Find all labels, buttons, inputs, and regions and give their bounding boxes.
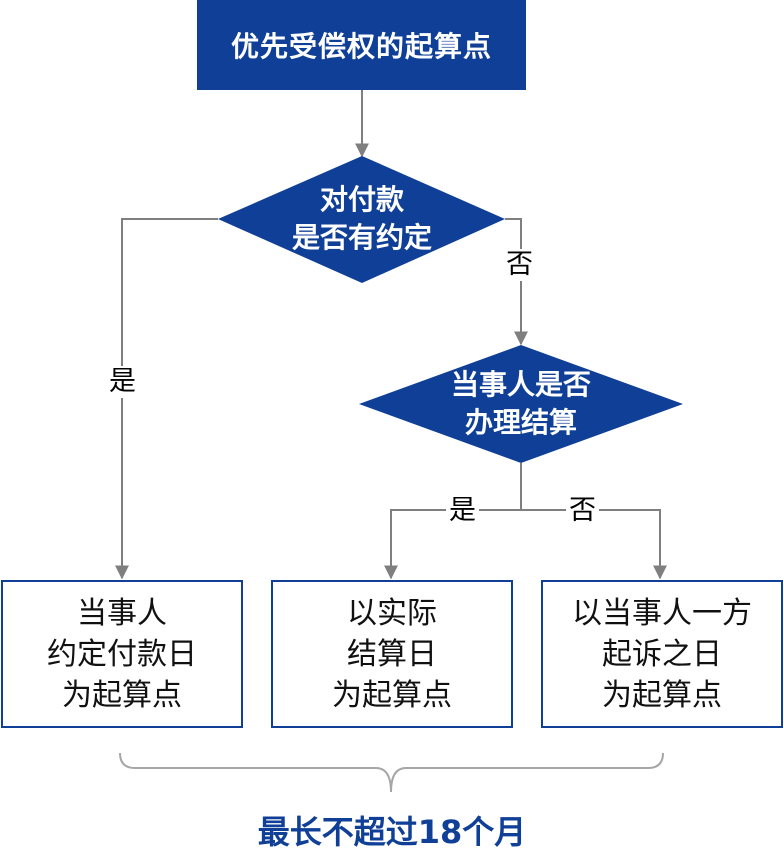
grouping-brace xyxy=(119,752,664,793)
result-agreed-payment-date: 当事人 约定付款日 为起算点 xyxy=(1,580,243,728)
edge-label-d2-no: 否 xyxy=(566,495,599,527)
connector-decision1-no xyxy=(505,218,528,346)
start-node-title: 优先受偿权的起算点 xyxy=(197,0,526,90)
decision1-label: 对付款 是否有约定 xyxy=(291,183,432,254)
result-actual-settlement-date: 以实际 结算日 为起算点 xyxy=(271,580,513,728)
result-lawsuit-date: 以当事人一方 起诉之日 为起算点 xyxy=(541,580,783,728)
connector-decision1-yes xyxy=(115,218,218,580)
edge-label-d1-no: 否 xyxy=(503,249,536,281)
decision2-diamond xyxy=(359,345,683,463)
edge-label-d2-yes: 是 xyxy=(446,495,479,527)
edge-label-d1-yes: 是 xyxy=(106,366,139,398)
footer-limit-note: 最长不超过18个月 xyxy=(257,813,527,851)
decision2-label: 当事人是否 办理结算 xyxy=(450,368,591,439)
decision1-diamond xyxy=(218,156,505,283)
